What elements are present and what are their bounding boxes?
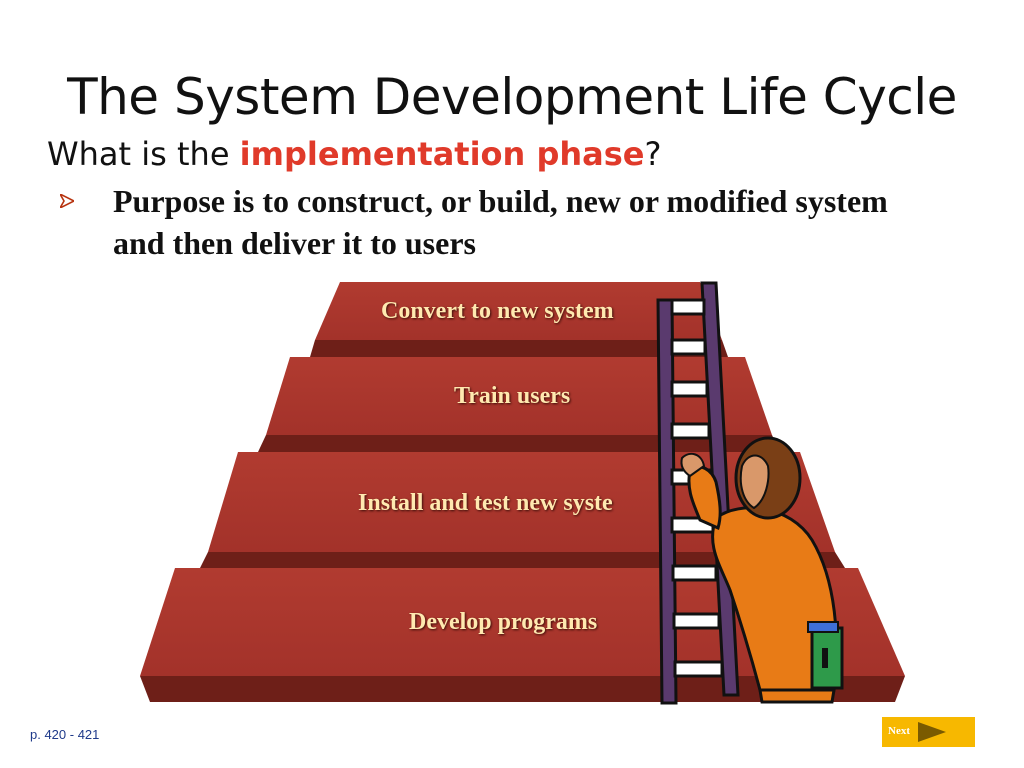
climber-face <box>739 454 770 510</box>
page-reference: p. 420 - 421 <box>30 727 100 742</box>
climber-arm <box>687 465 722 531</box>
pyramid-step-2-label: Train users <box>454 383 571 409</box>
climber-hand <box>680 452 706 478</box>
pyramid-step-3-label: Install and test new syste <box>358 490 613 516</box>
bullet-arrow-icon <box>60 194 74 208</box>
bullet-text: Purpose is to construct, or build, new o… <box>113 183 888 261</box>
pyramid-step-1-top <box>315 282 722 340</box>
next-button-label: Next <box>888 725 910 737</box>
pyramid-step-3-front <box>200 552 845 568</box>
subtitle-highlight: implementation phase <box>239 135 645 173</box>
ladder-left-rail <box>656 298 678 705</box>
climber-leg <box>758 688 836 704</box>
slide-subtitle: What is the implementation phase? <box>47 132 661 176</box>
pyramid-step-2-front <box>258 435 780 452</box>
pyramid-step-4-front <box>140 676 905 702</box>
subtitle-suffix: ? <box>644 135 662 173</box>
pyramid-step-4-label: Develop programs <box>409 609 598 635</box>
next-button[interactable]: Next <box>882 717 975 747</box>
slide-title: The System Development Life Cycle <box>67 68 957 126</box>
next-arrow-icon <box>918 722 946 742</box>
pyramid-step-4-top <box>140 568 905 676</box>
subtitle-prefix: What is the <box>47 135 240 173</box>
pyramid-step-2-top <box>266 357 772 435</box>
pyramid-step-1-front <box>310 340 728 357</box>
pyramid-step-1-label: Convert to new system <box>381 298 614 324</box>
